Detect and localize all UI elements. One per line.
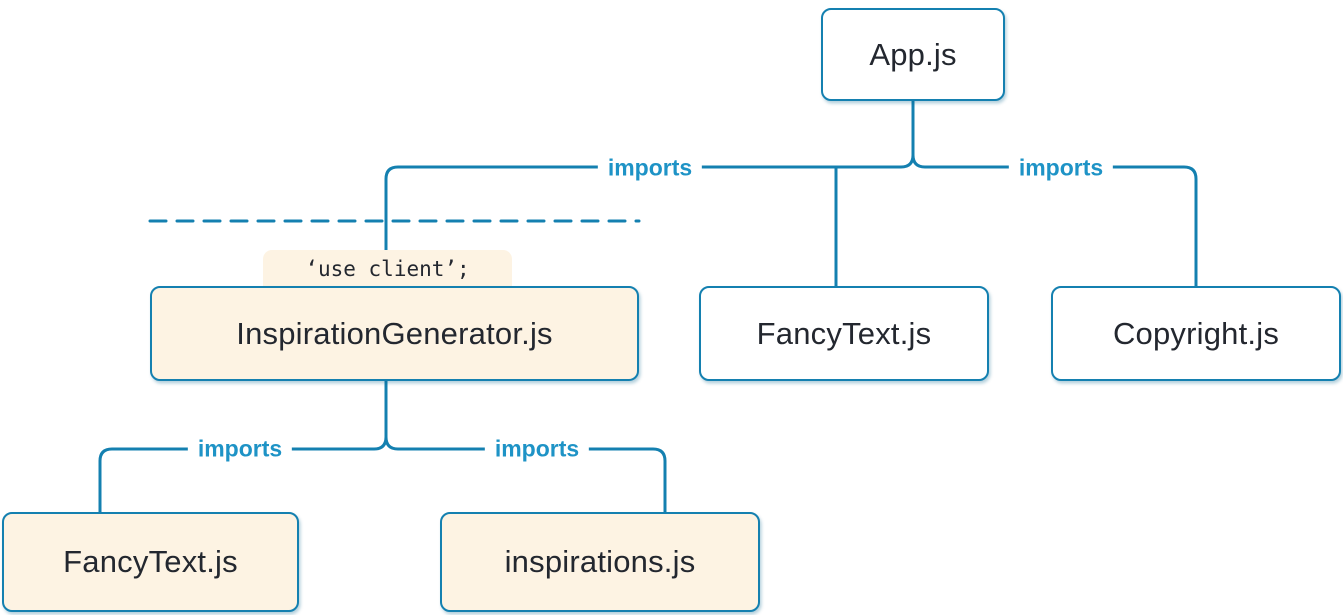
use-client-directive-badge: ‘use client’; xyxy=(263,250,512,288)
imports-label-generator-left: imports xyxy=(187,435,293,463)
node-copyright-js: Copyright.js xyxy=(1051,286,1341,381)
node-fancy-text-js-bottom: FancyText.js xyxy=(2,512,299,612)
imports-label-app-right: imports xyxy=(1008,154,1114,182)
imports-label-generator-right: imports xyxy=(484,435,590,463)
edge-app-to-copyright xyxy=(911,153,1198,289)
node-inspirations-js: inspirations.js xyxy=(440,512,760,612)
node-inspiration-generator-js: InspirationGenerator.js xyxy=(150,286,639,381)
node-app-js: App.js xyxy=(821,8,1005,101)
node-fancy-text-js-top: FancyText.js xyxy=(699,286,989,381)
edge-inspiration-generator-to-inspirations xyxy=(384,435,667,515)
imports-label-app-left: imports xyxy=(597,154,703,182)
